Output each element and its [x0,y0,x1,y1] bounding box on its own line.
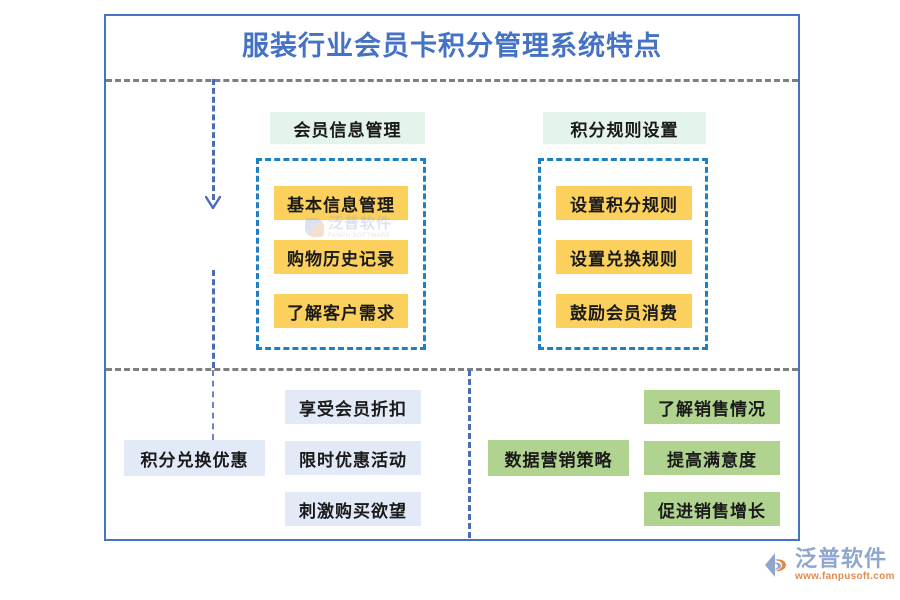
bottom-right-label-box[interactable]: 数据营销策略 [488,440,629,476]
bottom-left-item-3[interactable]: 刺激购买欲望 [285,492,421,526]
vertical-divider-bottom [468,370,471,538]
top-right-item-2[interactable]: 设置兑换规则 [556,240,692,274]
top-right-group-container [538,158,708,350]
top-left-header-box[interactable]: 会员信息管理 [270,112,425,144]
top-left-group-container [256,158,426,350]
bottom-left-item-1[interactable]: 享受会员折扣 [285,390,421,424]
horizontal-separator-middle [106,368,798,371]
brand-url: www.fanpusoft.com [795,571,895,582]
bottom-left-label-box[interactable]: 积分兑换优惠 [124,440,265,476]
brand-text: 泛普软件 www.fanpusoft.com [795,548,895,582]
top-right-item-1[interactable]: 设置积分规则 [556,186,692,220]
top-left-item-1[interactable]: 基本信息管理 [274,186,408,220]
vertical-connector-bottom-left [212,370,214,440]
brand-logo: 泛普软件 www.fanpusoft.com [762,548,895,582]
page-title: 服装行业会员卡积分管理系统特点 [242,31,662,61]
arrow-down-icon [205,196,221,210]
vertical-connector-upper-lower [212,270,215,368]
top-right-item-3[interactable]: 鼓励会员消费 [556,294,692,328]
bottom-right-item-2[interactable]: 提高满意度 [644,441,780,475]
vertical-connector-upper [212,79,215,200]
horizontal-separator-top [106,79,798,82]
bottom-left-item-2[interactable]: 限时优惠活动 [285,441,421,475]
bottom-right-item-1[interactable]: 了解销售情况 [644,390,780,424]
top-left-item-2[interactable]: 购物历史记录 [274,240,408,274]
top-left-item-3[interactable]: 了解客户需求 [274,294,408,328]
top-right-header-box[interactable]: 积分规则设置 [543,112,706,144]
diagram-frame [104,14,800,541]
brand-logo-icon [765,553,786,577]
bottom-right-item-3[interactable]: 促进销售增长 [644,492,780,526]
brand-name: 泛普软件 [795,546,888,571]
